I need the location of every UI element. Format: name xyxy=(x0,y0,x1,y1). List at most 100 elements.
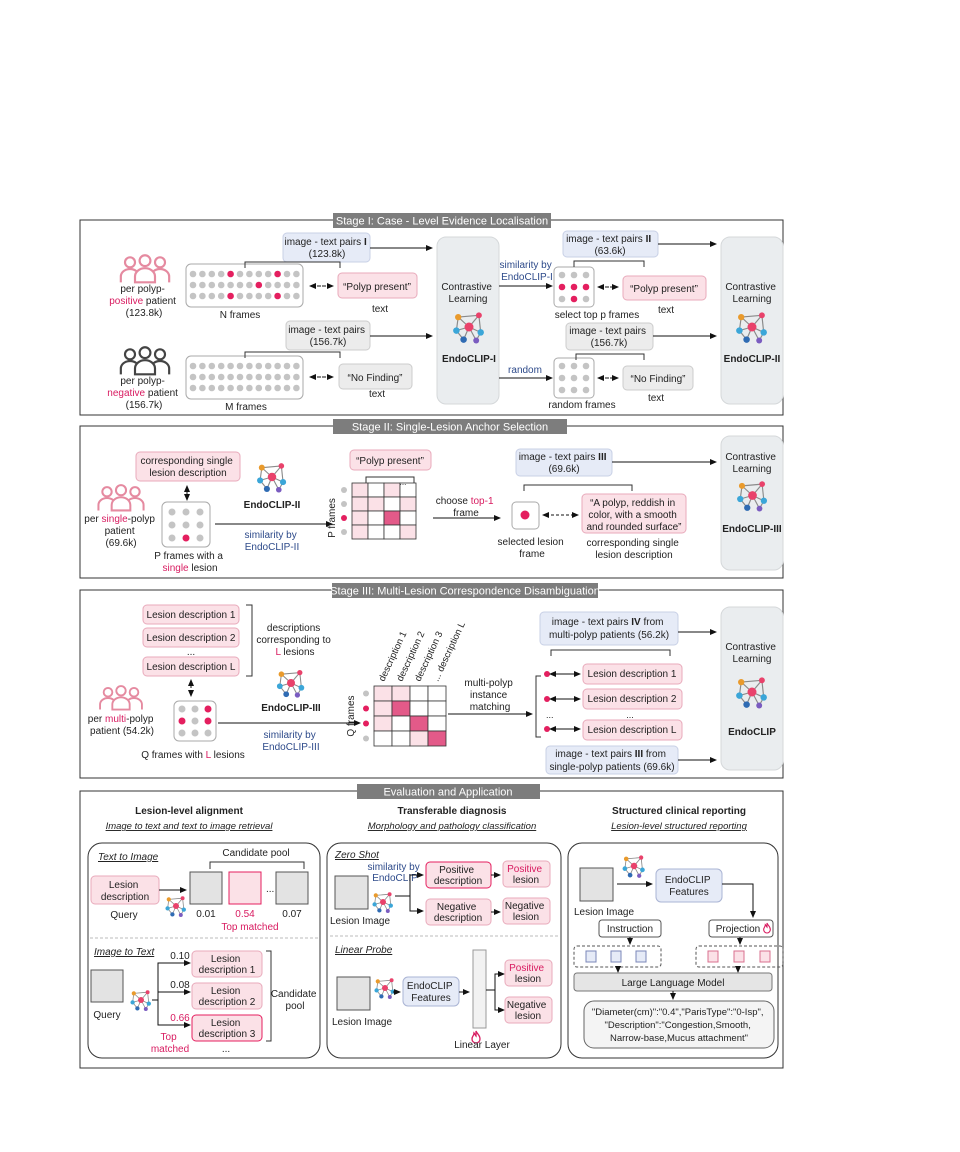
frame-dot xyxy=(558,374,566,382)
frame-dot xyxy=(208,373,216,381)
frame-dot xyxy=(558,295,566,303)
frame-dot xyxy=(191,717,199,725)
text-label: text xyxy=(369,389,385,400)
candidate-image xyxy=(275,871,309,905)
linear-layer xyxy=(472,949,487,1029)
choose-top1-label: choose top-1 frame xyxy=(436,496,497,519)
report-text: "Diameter(cm)":"0.4","ParisType":"0-Isp"… xyxy=(592,1007,766,1044)
text-label: text xyxy=(372,304,388,315)
score: 0.07 xyxy=(282,909,302,920)
frame-dot xyxy=(246,270,253,278)
frame-dot xyxy=(227,362,234,370)
lesion-description-text: “A polyp, reddish in color, with a smoot… xyxy=(586,498,681,533)
n-frames-label: N frames xyxy=(220,310,261,321)
frame-dot xyxy=(217,281,225,289)
features-box xyxy=(655,868,723,903)
pairs-3b-label: image - text pairs III from single-polyp… xyxy=(549,749,674,773)
stage-3-title: Stage III: Multi-Lesion Correspondence D… xyxy=(330,586,600,598)
lesion-desc-l: Lesion description L xyxy=(147,662,236,673)
endoclip-label: EndoCLIP xyxy=(728,727,776,738)
endoclip-3-label: EndoCLIP-III xyxy=(261,703,321,714)
matrix-cell xyxy=(409,700,429,717)
frame-dot xyxy=(236,292,244,300)
lesion-dot xyxy=(204,717,212,725)
i2t-desc-1: Lesion description 1 xyxy=(199,954,256,976)
matrix-cell xyxy=(383,524,401,540)
lesion-dot xyxy=(520,510,530,520)
frame-dot xyxy=(255,270,263,278)
matrix-cell xyxy=(351,510,369,526)
lesion-desc-2-box xyxy=(582,688,683,710)
frame-dot xyxy=(217,384,225,392)
ellipsis: ... xyxy=(400,478,407,487)
frame-dot xyxy=(196,521,204,529)
matching-label: multi-polyp instance matching xyxy=(464,678,515,713)
ellipsis: ... xyxy=(546,710,554,720)
lesion-dot xyxy=(341,515,347,521)
lesion-desc-1-box xyxy=(142,604,240,625)
contrastive-learning-3 xyxy=(720,435,784,571)
projection-box xyxy=(708,919,774,938)
frame-dot xyxy=(217,362,225,370)
frame-dot xyxy=(199,373,206,381)
frame-dot xyxy=(168,508,176,516)
score-top: 0.66 xyxy=(170,1013,190,1024)
frame-dot xyxy=(217,292,225,300)
query-label: Query xyxy=(93,1010,120,1021)
frame-dot xyxy=(208,270,216,278)
frame-dot xyxy=(274,373,281,381)
linear-layer-label: Linear Layer xyxy=(454,1040,510,1051)
positive-lesion: Positive lesion xyxy=(507,864,545,886)
frame-dot xyxy=(236,384,244,392)
corr-desc-box xyxy=(135,451,241,482)
endoclip-2-label: EndoCLIP-II xyxy=(724,354,781,365)
lesion-dot xyxy=(227,292,234,300)
select-top-label: select top p frames xyxy=(555,310,639,321)
lesion-dot xyxy=(570,283,578,291)
lesion-dot xyxy=(570,295,578,303)
matrix-cell xyxy=(391,715,411,732)
random-label: random xyxy=(508,365,542,376)
p-frames-axis: P frames xyxy=(327,498,338,538)
lesion-dot xyxy=(363,705,369,712)
i2t-desc-3-box xyxy=(191,1014,263,1042)
frame-dot xyxy=(283,384,291,392)
frame-dots xyxy=(189,270,300,300)
similarity-label: similarity by EndoCLIP-III xyxy=(262,730,319,753)
corr-desc-label: corresponding single lesion description xyxy=(140,456,235,479)
frame-dot xyxy=(293,292,300,300)
similarity-label: similarity by EndoCLIP xyxy=(367,862,422,884)
col2-subtitle: Morphology and pathology classification xyxy=(368,821,536,832)
lesion-image xyxy=(334,875,369,910)
lesion-dot xyxy=(227,270,234,278)
i2t-desc-3: Lesion description 3 xyxy=(199,1018,256,1040)
frame-dot xyxy=(264,292,272,300)
m-frames-label: M frames xyxy=(225,402,267,413)
desc-corr-label: descriptions corresponding to L lesions xyxy=(256,623,333,658)
col3-title: Structured clinical reporting xyxy=(612,806,746,817)
network-icon xyxy=(256,462,287,494)
frame-dot xyxy=(227,384,234,392)
single-patient-label: per single-polyp patient (69.6k) xyxy=(84,514,157,549)
positive-lesion: Positive lesion xyxy=(509,963,547,985)
p-frames-label: P frames with a single lesion xyxy=(154,551,226,574)
matrix-cell xyxy=(351,482,369,498)
frame-dot xyxy=(199,384,206,392)
frame-dot xyxy=(293,270,300,278)
frame-dot xyxy=(363,690,369,697)
frame-dot xyxy=(274,384,281,392)
col2-title: Transferable diagnosis xyxy=(398,806,507,817)
matrix-cell xyxy=(409,715,429,732)
frame-dot xyxy=(217,373,225,381)
score-top: 0.54 xyxy=(235,909,255,920)
frame-dot xyxy=(255,384,263,392)
neg-patient-label: per polyp- negative patient (156.7k) xyxy=(107,376,180,411)
lesion-dot xyxy=(558,283,566,291)
matrix-cell xyxy=(373,685,393,702)
frame-dot xyxy=(283,281,291,289)
selected-frame-label: selected lesion frame xyxy=(498,537,567,560)
frame-dot xyxy=(189,362,197,370)
matrix-cell xyxy=(427,685,447,702)
cl-final-label: Contrastive Learning xyxy=(725,642,778,665)
lesion-description-box xyxy=(581,493,687,534)
